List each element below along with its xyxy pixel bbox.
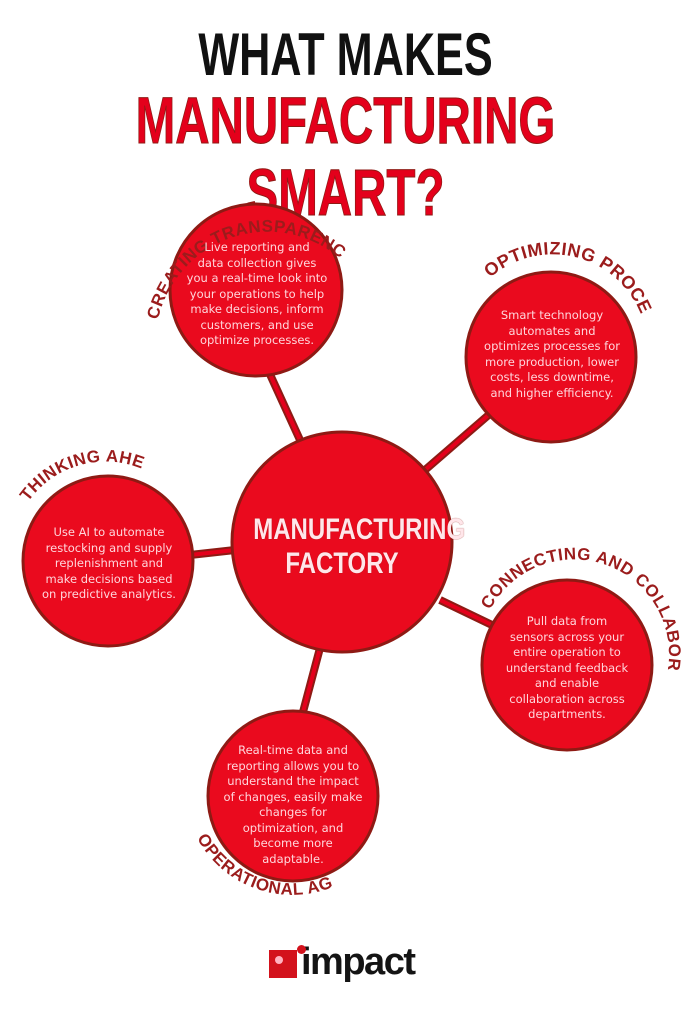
description-line: your operations to help [189, 286, 325, 301]
description-line: Real-time data and [238, 743, 348, 757]
description-line: replenishment and [54, 556, 164, 570]
label-thinking: THINKING AHEAD [0, 0, 147, 504]
description-line: more production, lower [485, 354, 619, 369]
center-circle [230, 430, 454, 654]
description-line: Pull data from [526, 614, 608, 628]
center-label: MANUFACTURING FACTORY [253, 513, 466, 581]
description-line: changes for [259, 805, 327, 819]
description-optimizing: Smart technology automates and optimizes… [466, 308, 638, 401]
impact-logo: impact [269, 941, 416, 983]
description-line: and higher efficiency. [490, 385, 614, 400]
description-line: you a real-time look into [186, 271, 328, 285]
description-line: restocking and supply [45, 540, 173, 555]
description-line: departments. [528, 707, 606, 721]
description-line: Use AI to automate [53, 525, 165, 539]
description-line: sensors across your [509, 629, 625, 644]
description-line: optimize processes. [199, 333, 315, 347]
description-line: reporting allows you to [226, 758, 360, 773]
description-line: on predictive analytics. [42, 587, 176, 601]
impact-logo-text: impact [301, 941, 416, 983]
description-line: entire operation to [513, 645, 621, 659]
description-connecting: Pull data from sensors across your entir… [482, 614, 652, 723]
title-line-2: MANUFACTURING SMART? [135, 83, 556, 229]
center-label-line-1: MANUFACTURING [253, 513, 466, 546]
description-line: customers, and use [200, 317, 314, 332]
impact-logo-dot-icon [297, 945, 306, 954]
description-line: collaboration across [509, 691, 625, 706]
description-line: become more [253, 836, 333, 850]
node-circle-optimizing [464, 270, 638, 444]
center-label-line-2: FACTORY [285, 547, 399, 580]
description-thinking: Use AI to automate restocking and supply… [24, 525, 194, 603]
title-line-1: WHAT MAKES [198, 21, 493, 88]
description-line: of changes, easily make [223, 789, 363, 804]
description-line: make decisions based [45, 571, 173, 586]
description-line: Live reporting and [204, 240, 310, 254]
node-circle-connecting [480, 578, 654, 752]
description-transparency: Live reporting and data collection gives… [172, 240, 342, 349]
description-line: automates and [508, 323, 596, 338]
description-line: understand the impact [227, 774, 359, 788]
description-line: make decisions, inform [190, 302, 324, 316]
description-line: adaptable. [262, 851, 324, 866]
impact-logo-mark-icon [269, 950, 297, 978]
description-line: data collection gives [197, 255, 317, 270]
description-agility: Real-time data and reporting allows you … [208, 743, 378, 867]
node-circle-transparency [168, 202, 344, 378]
description-line: costs, less downtime, [490, 370, 614, 384]
description-line: understand feedback [505, 660, 629, 675]
description-line: optimization, and [242, 820, 344, 835]
description-line: Smart technology [500, 308, 604, 322]
node-circle-thinking [21, 474, 195, 648]
node-circle-agility [206, 709, 380, 883]
description-line: and enable [534, 676, 600, 690]
description-line: optimizes processes for [484, 339, 620, 353]
